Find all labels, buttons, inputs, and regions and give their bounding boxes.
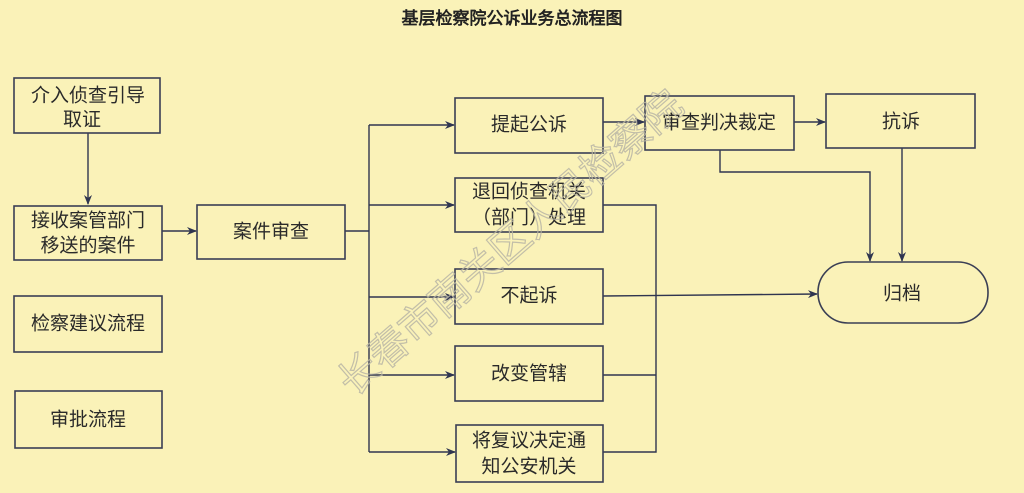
node-notify: 将复议决定通 知公安机关 bbox=[455, 424, 604, 483]
arrow-to-archive bbox=[602, 290, 818, 299]
arrow-judgment-to-archive bbox=[719, 150, 874, 262]
node-intervene: 介入侦查引导 取证 bbox=[13, 77, 161, 134]
node-return-line1: 退回侦查机关 bbox=[472, 181, 586, 203]
node-prosecute: 提起公诉 bbox=[454, 97, 604, 154]
node-prosecute-label: 提起公诉 bbox=[491, 114, 567, 136]
node-jurisdiction: 改变管辖 bbox=[454, 345, 604, 402]
node-return: 退回侦查机关 （部门）处理 bbox=[454, 177, 604, 233]
node-suggestion-label: 检察建议流程 bbox=[31, 313, 145, 335]
node-protest-label: 抗诉 bbox=[882, 111, 920, 133]
node-notify-line1: 将复议决定通 bbox=[472, 430, 586, 452]
node-receive-line2: 移送的案件 bbox=[40, 235, 135, 257]
node-receive-line1: 接收案管部门 bbox=[31, 210, 145, 232]
diagram-title: 基层检察院公诉业务总流程图 bbox=[401, 8, 623, 29]
node-return-line2: （部门）处理 bbox=[472, 207, 586, 229]
node-receive: 接收案管部门 移送的案件 bbox=[13, 205, 163, 261]
node-intervene-line2: 取证 bbox=[63, 109, 101, 131]
node-judgment-label: 审查判决裁定 bbox=[662, 112, 776, 134]
node-approval-label: 审批流程 bbox=[50, 409, 126, 431]
node-suggestion: 检察建议流程 bbox=[13, 295, 163, 353]
connectors bbox=[84, 118, 906, 456]
node-intervene-line1: 介入侦查引导 bbox=[31, 85, 145, 107]
node-no-prosecute: 不起诉 bbox=[454, 268, 604, 325]
collector-line bbox=[603, 204, 657, 453]
node-judgment: 审查判决裁定 bbox=[644, 95, 795, 151]
node-review: 案件审查 bbox=[196, 204, 346, 260]
node-review-label: 案件审查 bbox=[233, 221, 309, 243]
node-no-prosecute-label: 不起诉 bbox=[500, 285, 557, 307]
node-jurisdiction-label: 改变管辖 bbox=[491, 363, 567, 385]
node-archive: 归档 bbox=[817, 261, 989, 324]
node-notify-line2: 知公安机关 bbox=[481, 456, 576, 478]
node-protest: 抗诉 bbox=[825, 93, 976, 149]
node-archive-label: 归档 bbox=[883, 283, 921, 305]
node-approval: 审批流程 bbox=[14, 390, 163, 449]
